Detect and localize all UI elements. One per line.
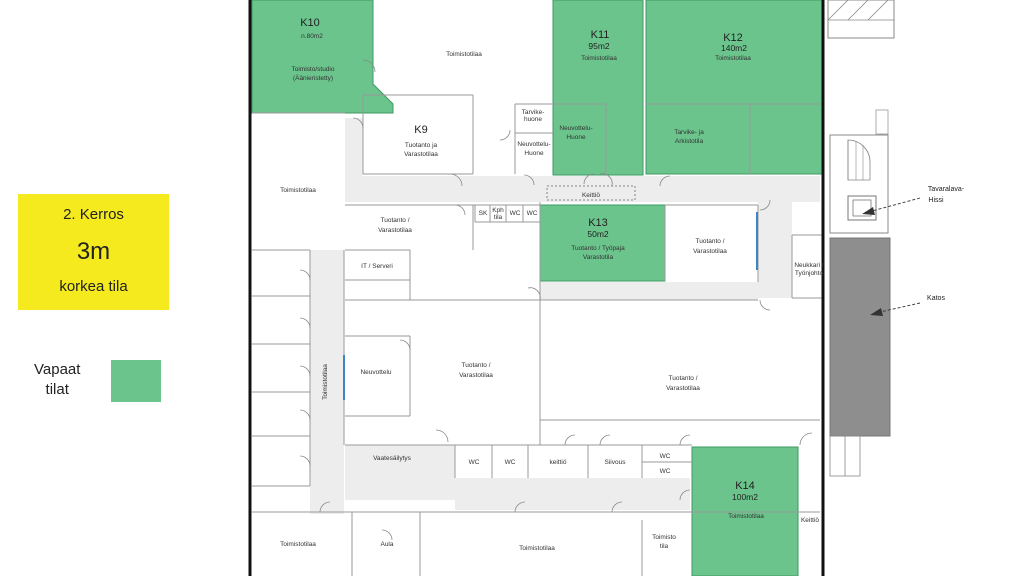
k9-id: K9 — [414, 124, 427, 136]
wc-label-2: WC — [527, 210, 538, 217]
wc-label-3: WC — [469, 459, 480, 466]
toimistotilaa-vertical-label: Toimistotilaa — [322, 364, 329, 400]
sk-label: SK — [479, 210, 488, 217]
tila-label: tila — [660, 543, 669, 550]
corridor-bottom — [455, 478, 690, 510]
neuvotteluhuone-label2: Huone — [524, 150, 544, 157]
k13-use2: Varastotila — [583, 254, 614, 261]
tuotanto-d-label1: Tuotanto / — [668, 375, 697, 382]
tuotanto-a-label2: Varastotilaa — [378, 227, 412, 234]
k14-id: K14 — [735, 480, 755, 492]
wc-label-4: WC — [505, 459, 516, 466]
k11-id: K11 — [591, 29, 610, 41]
k12-use: Toimistotilaa — [715, 55, 751, 62]
tarvike-label2: huone — [524, 116, 542, 123]
vaatesailytys-label: Vaatesäilytys — [373, 455, 412, 462]
tarvike-label1: Tarvike- — [522, 109, 545, 116]
tuotanto-c-label2: Varastotilaa — [459, 372, 493, 379]
toimisto-label: Toimisto — [652, 534, 676, 541]
corridor-lower — [345, 445, 455, 500]
legend-free-swatch — [111, 360, 161, 402]
legend-free-label-line1: Vapaat — [34, 361, 81, 378]
canopy-area — [829, 237, 891, 437]
k13-area: 50m2 — [587, 229, 609, 239]
tuotanto-a-label1: Tuotanto / — [380, 217, 409, 224]
ceiling-height-value: 3m — [76, 238, 111, 265]
k10-area: n.80m2 — [301, 33, 323, 40]
keittio-right-label: Keittiö — [801, 517, 819, 524]
k10-use2: (Äänieristetty) — [293, 74, 333, 82]
k14-area: 100m2 — [732, 492, 758, 502]
room-k10[interactable] — [251, 0, 394, 114]
wc-label-5: WC — [660, 453, 671, 460]
tarvike-arkisto-label2: Arkistotila — [675, 138, 704, 145]
it-serveri-label: IT / Serveri — [361, 263, 393, 270]
kph-label1: Kph — [492, 207, 504, 214]
label-toimistotilaa-left: Toimistotilaa — [280, 187, 316, 194]
neuvottelu-label: Neuvottelu — [360, 369, 391, 376]
k13-id: K13 — [588, 217, 608, 229]
k12-area: 140m2 — [721, 43, 747, 53]
k11-area: 95m2 — [588, 41, 610, 51]
siivous-label: Siivous — [605, 459, 627, 466]
wc-label-1: WC — [510, 210, 521, 217]
k14-use: Toimistotilaa — [728, 513, 764, 520]
neukkari-label1: Neukkari / — [794, 262, 823, 269]
k10-use1: Toimisto/studio — [292, 66, 335, 73]
aula-label: Aula — [380, 541, 393, 548]
katos-label: Katos — [927, 295, 945, 302]
tarvike-arkisto-label1: Tarvike- ja — [674, 129, 704, 136]
k10-id: K10 — [300, 17, 320, 29]
k12-id: K12 — [723, 32, 743, 44]
tuotanto-d-label2: Varastotilaa — [666, 385, 700, 392]
keittio-label: keittiö — [550, 459, 567, 466]
legend-free-label: Vapaat tilat — [34, 360, 80, 400]
tavaralava-label2: Hissi — [928, 197, 944, 204]
room-k12[interactable] — [645, 0, 823, 175]
tuotanto-b-label2: Varastotilaa — [693, 248, 727, 255]
neukkari-label2: Työnjohto — [795, 270, 824, 277]
floor-info-box: 2. Kerros 3m korkea tila — [18, 194, 169, 310]
k11-use: Toimistotilaa — [581, 55, 617, 62]
k9-use1: Tuotanto ja — [405, 142, 438, 149]
legend-free-label-line2: tilat — [45, 381, 69, 398]
tuotanto-b-label1: Tuotanto / — [695, 238, 724, 245]
room-k13[interactable] — [539, 204, 666, 282]
neuvotteluhuone-k11-label1: Neuvottelu- — [559, 125, 592, 132]
tuotanto-c-label1: Tuotanto / — [461, 362, 490, 369]
label-toimistotilaa-bottom-center: Toimistotilaa — [519, 545, 555, 552]
k9-use2: Varastotilaa — [404, 151, 438, 158]
k13-use1: Tuotanto / Työpaja — [571, 245, 625, 252]
ceiling-height-text: korkea tila — [59, 278, 128, 295]
neuvotteluhuone-k11-label2: Huone — [566, 134, 586, 141]
corridor-main — [345, 176, 820, 202]
corridor-left — [310, 250, 344, 514]
kph-label2: tila — [494, 214, 503, 221]
keittio-small-label: Keittiö — [582, 192, 600, 199]
label-toimistotilaa-upper: Toimistotilaa — [446, 51, 482, 58]
floor-label: 2. Kerros — [63, 206, 124, 223]
label-toimistotilaa-bottom-left: Toimistotilaa — [280, 541, 316, 548]
room-k11[interactable] — [552, 0, 644, 176]
neuvotteluhuone-label1: Neuvottelu- — [517, 141, 550, 148]
wc-label-6: WC — [660, 468, 671, 475]
tavaralava-label1: Tavaralava- — [928, 186, 965, 193]
corridor-mid — [540, 282, 758, 300]
corridor-right — [758, 202, 792, 298]
